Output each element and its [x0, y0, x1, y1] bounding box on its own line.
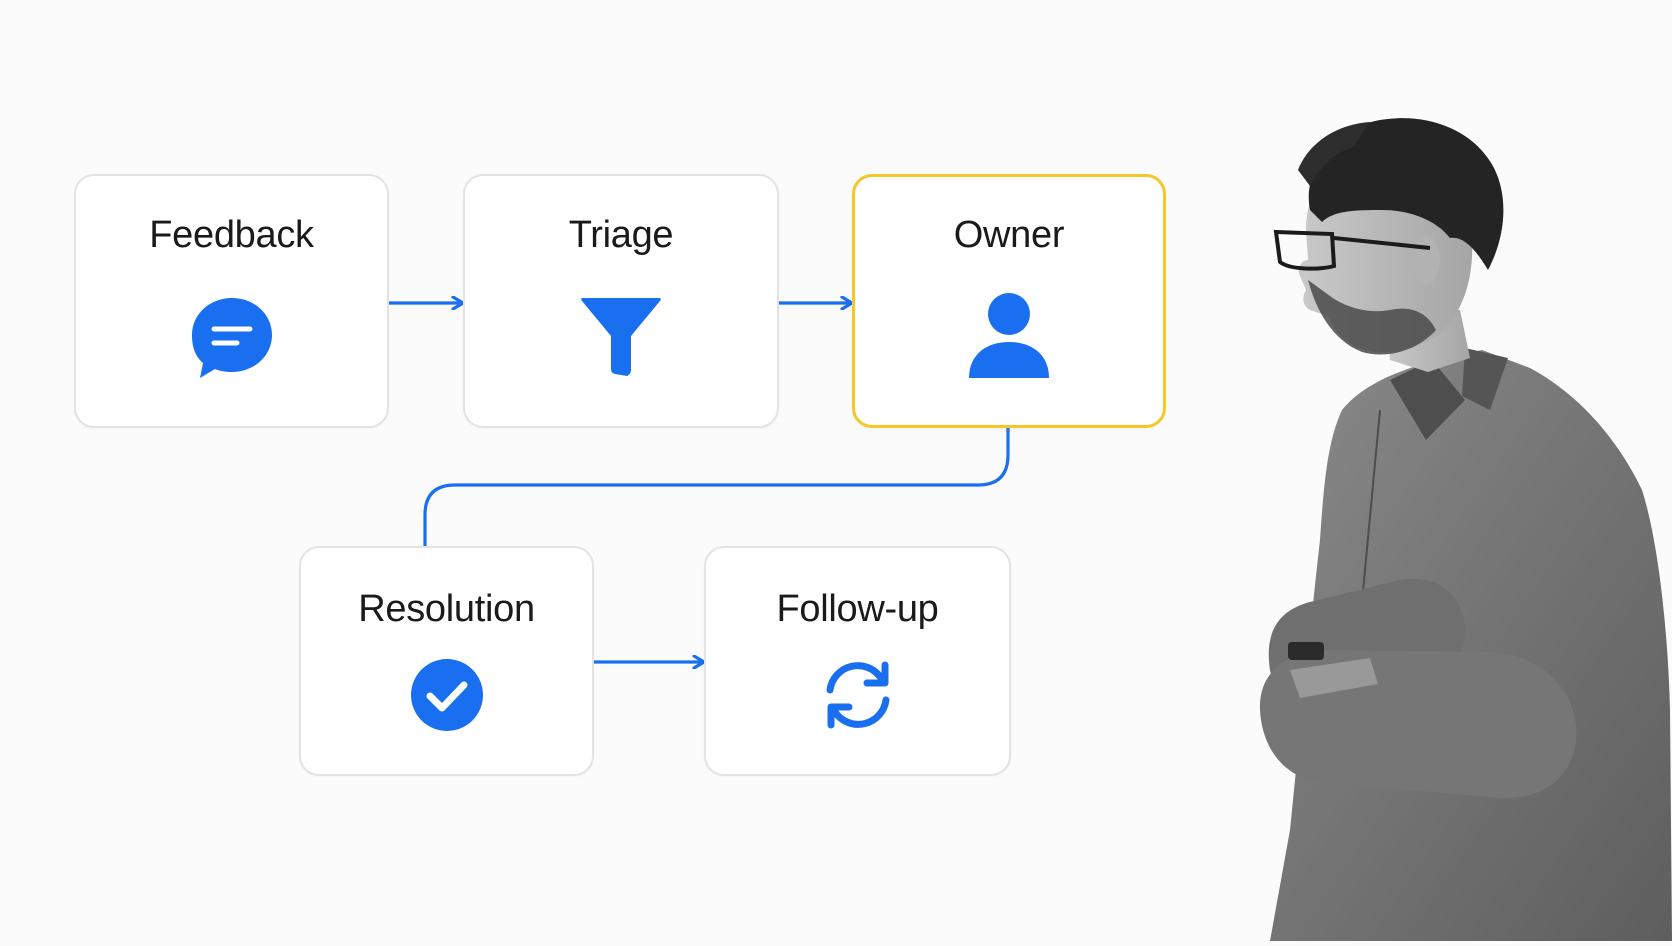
step-card-triage: Triage — [463, 174, 779, 428]
step-card-resolution: Resolution — [299, 546, 594, 776]
step-title-feedback: Feedback — [149, 214, 314, 256]
step-title-resolution: Resolution — [358, 588, 535, 630]
step-title-triage: Triage — [568, 214, 674, 256]
funnel-icon — [579, 294, 663, 378]
chat-bubble-icon — [187, 294, 277, 380]
connector-owner-to-resolution — [423, 428, 1010, 546]
step-card-owner: Owner — [852, 174, 1166, 428]
step-card-feedback: Feedback — [74, 174, 389, 428]
step-title-owner: Owner — [953, 214, 1065, 256]
step-title-follow-up: Follow-up — [776, 588, 939, 630]
person-icon — [967, 292, 1051, 380]
check-circle-icon — [410, 658, 484, 732]
step-card-follow-up: Follow-up — [704, 546, 1011, 776]
refresh-icon — [821, 658, 895, 732]
person-illustration — [1250, 110, 1672, 941]
